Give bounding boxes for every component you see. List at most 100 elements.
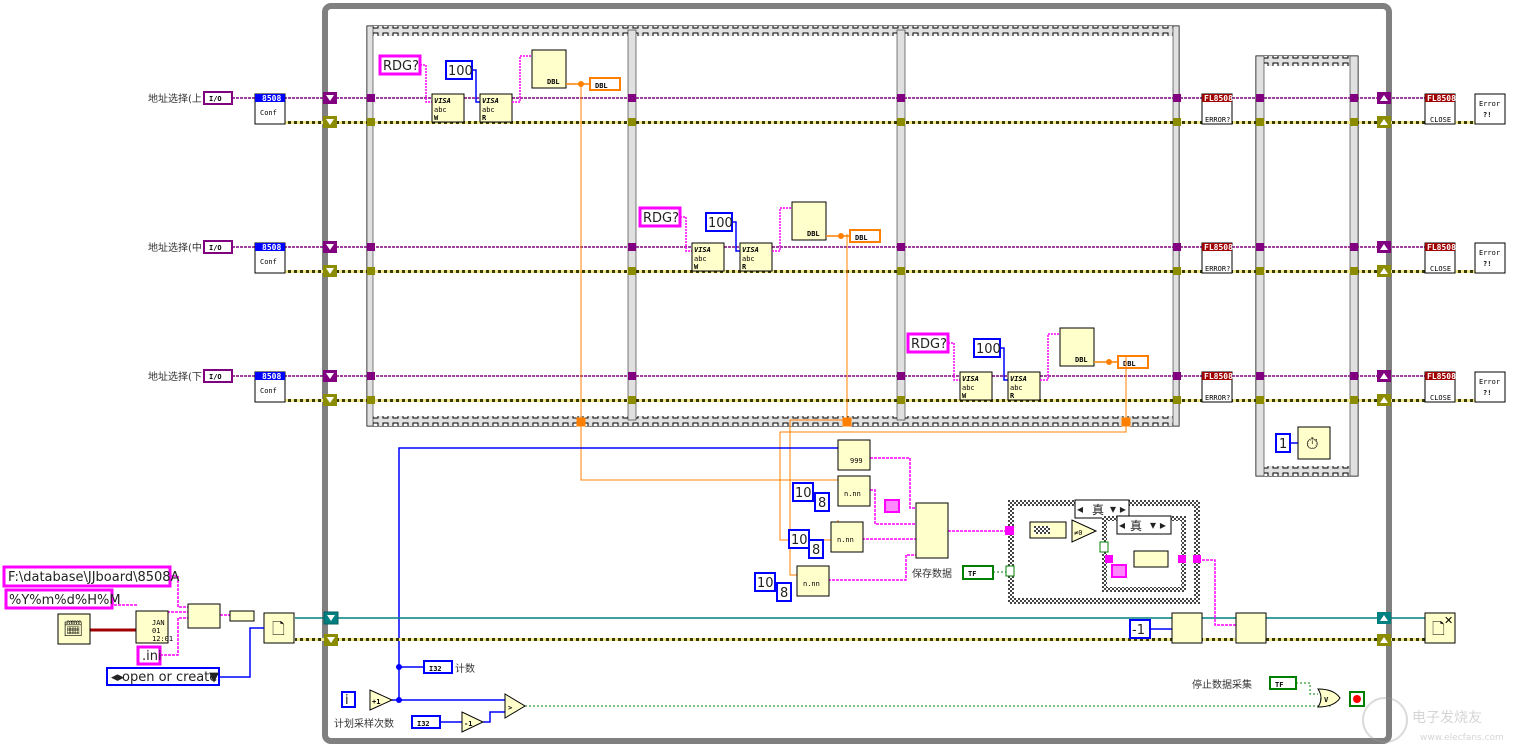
svg-text:-1: -1: [464, 720, 472, 728]
svg-text:abc: abc: [742, 255, 755, 263]
svg-text:abc: abc: [962, 384, 975, 392]
svg-text:n.nn: n.nn: [837, 536, 854, 544]
svg-text:TF: TF: [1275, 681, 1283, 689]
svg-text:www.elecfans.com: www.elecfans.com: [1420, 733, 1504, 743]
svg-text:▾ ▸: ▾ ▸: [1150, 518, 1166, 532]
svg-text:abc: abc: [694, 255, 707, 263]
svg-text:8: 8: [812, 543, 820, 558]
format-datetime-node[interactable]: [135, 610, 169, 644]
address-label: 地址选择(中): [148, 241, 206, 254]
address-control[interactable]: [203, 240, 233, 254]
increment-node[interactable]: [369, 689, 394, 711]
flat-sequence[interactable]: [366, 25, 1180, 427]
svg-text:?!: ?!: [1483, 389, 1491, 397]
time-format-constant[interactable]: %Y%m%d%H%M: [4, 588, 121, 610]
numeric-constants: 10 8 10 8 10 8: [754, 482, 830, 602]
open-file-node[interactable]: [263, 612, 295, 644]
greater-than-node[interactable]: [504, 693, 526, 719]
count-indicator: [423, 660, 453, 674]
svg-text:W: W: [434, 114, 439, 122]
error-handler[interactable]: [1474, 242, 1506, 274]
address-label: 地址选择(下): [148, 370, 206, 383]
svg-text:100: 100: [708, 216, 733, 231]
file-path-constant[interactable]: F:\database\JJboard\8508A: [2, 565, 180, 588]
concat-path-node[interactable]: [187, 603, 221, 629]
svg-text:DBL: DBL: [855, 234, 868, 242]
svg-text:停止数据采集: 停止数据采集: [1192, 678, 1252, 691]
svg-text:I/O: I/O: [209, 95, 222, 103]
svg-text:DBL: DBL: [1123, 360, 1136, 368]
svg-text:F:\database\JJboard\8508A: F:\database\JJboard\8508A: [8, 570, 180, 585]
scan-from-string-node[interactable]: [531, 49, 567, 89]
svg-text:8508: 8508: [262, 94, 281, 103]
scan-from-string-node[interactable]: [1059, 327, 1095, 367]
svg-text:I32: I32: [417, 720, 430, 728]
open-mode-ring[interactable]: ◂▸ open or create ▼: [106, 667, 220, 686]
svg-text:12:01: 12:01: [152, 635, 173, 643]
visa-write-node[interactable]: [431, 93, 465, 123]
svg-text:◂: ◂: [1119, 518, 1125, 532]
or-gate[interactable]: [1317, 688, 1341, 708]
svg-text:+1: +1: [372, 698, 380, 706]
svg-text:RDG?: RDG?: [643, 211, 679, 226]
close-file-node[interactable]: [1424, 612, 1456, 644]
error-handler[interactable]: [1474, 371, 1506, 403]
visa-read-node[interactable]: [739, 242, 773, 272]
extension-constant[interactable]: .ini: [136, 645, 162, 666]
case-selector-inner: 真: [1130, 519, 1142, 533]
svg-text:RDG?: RDG?: [383, 59, 419, 74]
visa-write-node[interactable]: [959, 371, 993, 401]
svg-text:100: 100: [448, 64, 473, 79]
svg-text:Conf: Conf: [260, 109, 277, 117]
wait-ms-node[interactable]: [1297, 426, 1331, 460]
svg-text:VISA: VISA: [1010, 375, 1027, 383]
svg-text:n.nn: n.nn: [803, 580, 820, 588]
svg-text:CLOSE: CLOSE: [1430, 265, 1451, 273]
set-file-position-node[interactable]: [1171, 612, 1203, 644]
svg-text:01: 01: [152, 627, 160, 635]
svg-text:8: 8: [818, 496, 826, 511]
svg-text:🗋: 🗋: [1432, 619, 1445, 638]
visa-read-node[interactable]: [1007, 371, 1041, 401]
not-equal-zero-node[interactable]: [1071, 519, 1098, 543]
concat-string-inner[interactable]: [1133, 550, 1169, 568]
svg-text:abc: abc: [434, 106, 447, 114]
svg-text:W: W: [962, 392, 967, 400]
svg-text:?!: ?!: [1483, 111, 1491, 119]
svg-text:8508: 8508: [262, 372, 281, 381]
scan-from-string-node[interactable]: [791, 201, 827, 241]
svg-text:DBL: DBL: [1075, 356, 1088, 364]
svg-text:R: R: [742, 263, 747, 271]
visa-write-node[interactable]: [691, 242, 725, 272]
svg-text:%Y%m%d%H%M: %Y%m%d%H%M: [9, 593, 121, 608]
string-to-path-node[interactable]: [229, 610, 255, 622]
address-control[interactable]: [203, 91, 233, 105]
svg-text:n.nn: n.nn: [844, 490, 861, 498]
svg-text:✕: ✕: [1444, 614, 1453, 627]
svg-text:◂: ◂: [1077, 502, 1083, 516]
svg-text:ERROR?: ERROR?: [1205, 265, 1230, 273]
svg-text:abc: abc: [1010, 384, 1023, 392]
visa-read-node[interactable]: [479, 93, 513, 123]
concatenate-strings-node[interactable]: [915, 502, 949, 559]
get-datetime-node[interactable]: [57, 613, 91, 645]
case-selector-outer: 真: [1092, 503, 1104, 517]
wait-sequence[interactable]: [1255, 55, 1359, 477]
svg-text:CLOSE: CLOSE: [1430, 116, 1451, 124]
svg-text:RDG?: RDG?: [911, 337, 947, 352]
write-text-file-node[interactable]: [1235, 612, 1267, 644]
svg-text:10: 10: [757, 576, 774, 591]
address-control[interactable]: [203, 369, 233, 383]
dbl-indicator: [849, 229, 881, 243]
decrement-node[interactable]: [461, 711, 485, 733]
svg-text:>: >: [508, 704, 512, 712]
planned-samples-control[interactable]: [411, 715, 441, 729]
svg-text:ERROR?: ERROR?: [1205, 116, 1230, 124]
svg-text:▼: ▼: [209, 670, 219, 685]
address-label: 地址选择(上): [148, 92, 206, 105]
error-handler[interactable]: [1474, 93, 1506, 125]
stop-acquisition-control[interactable]: [1269, 676, 1297, 690]
